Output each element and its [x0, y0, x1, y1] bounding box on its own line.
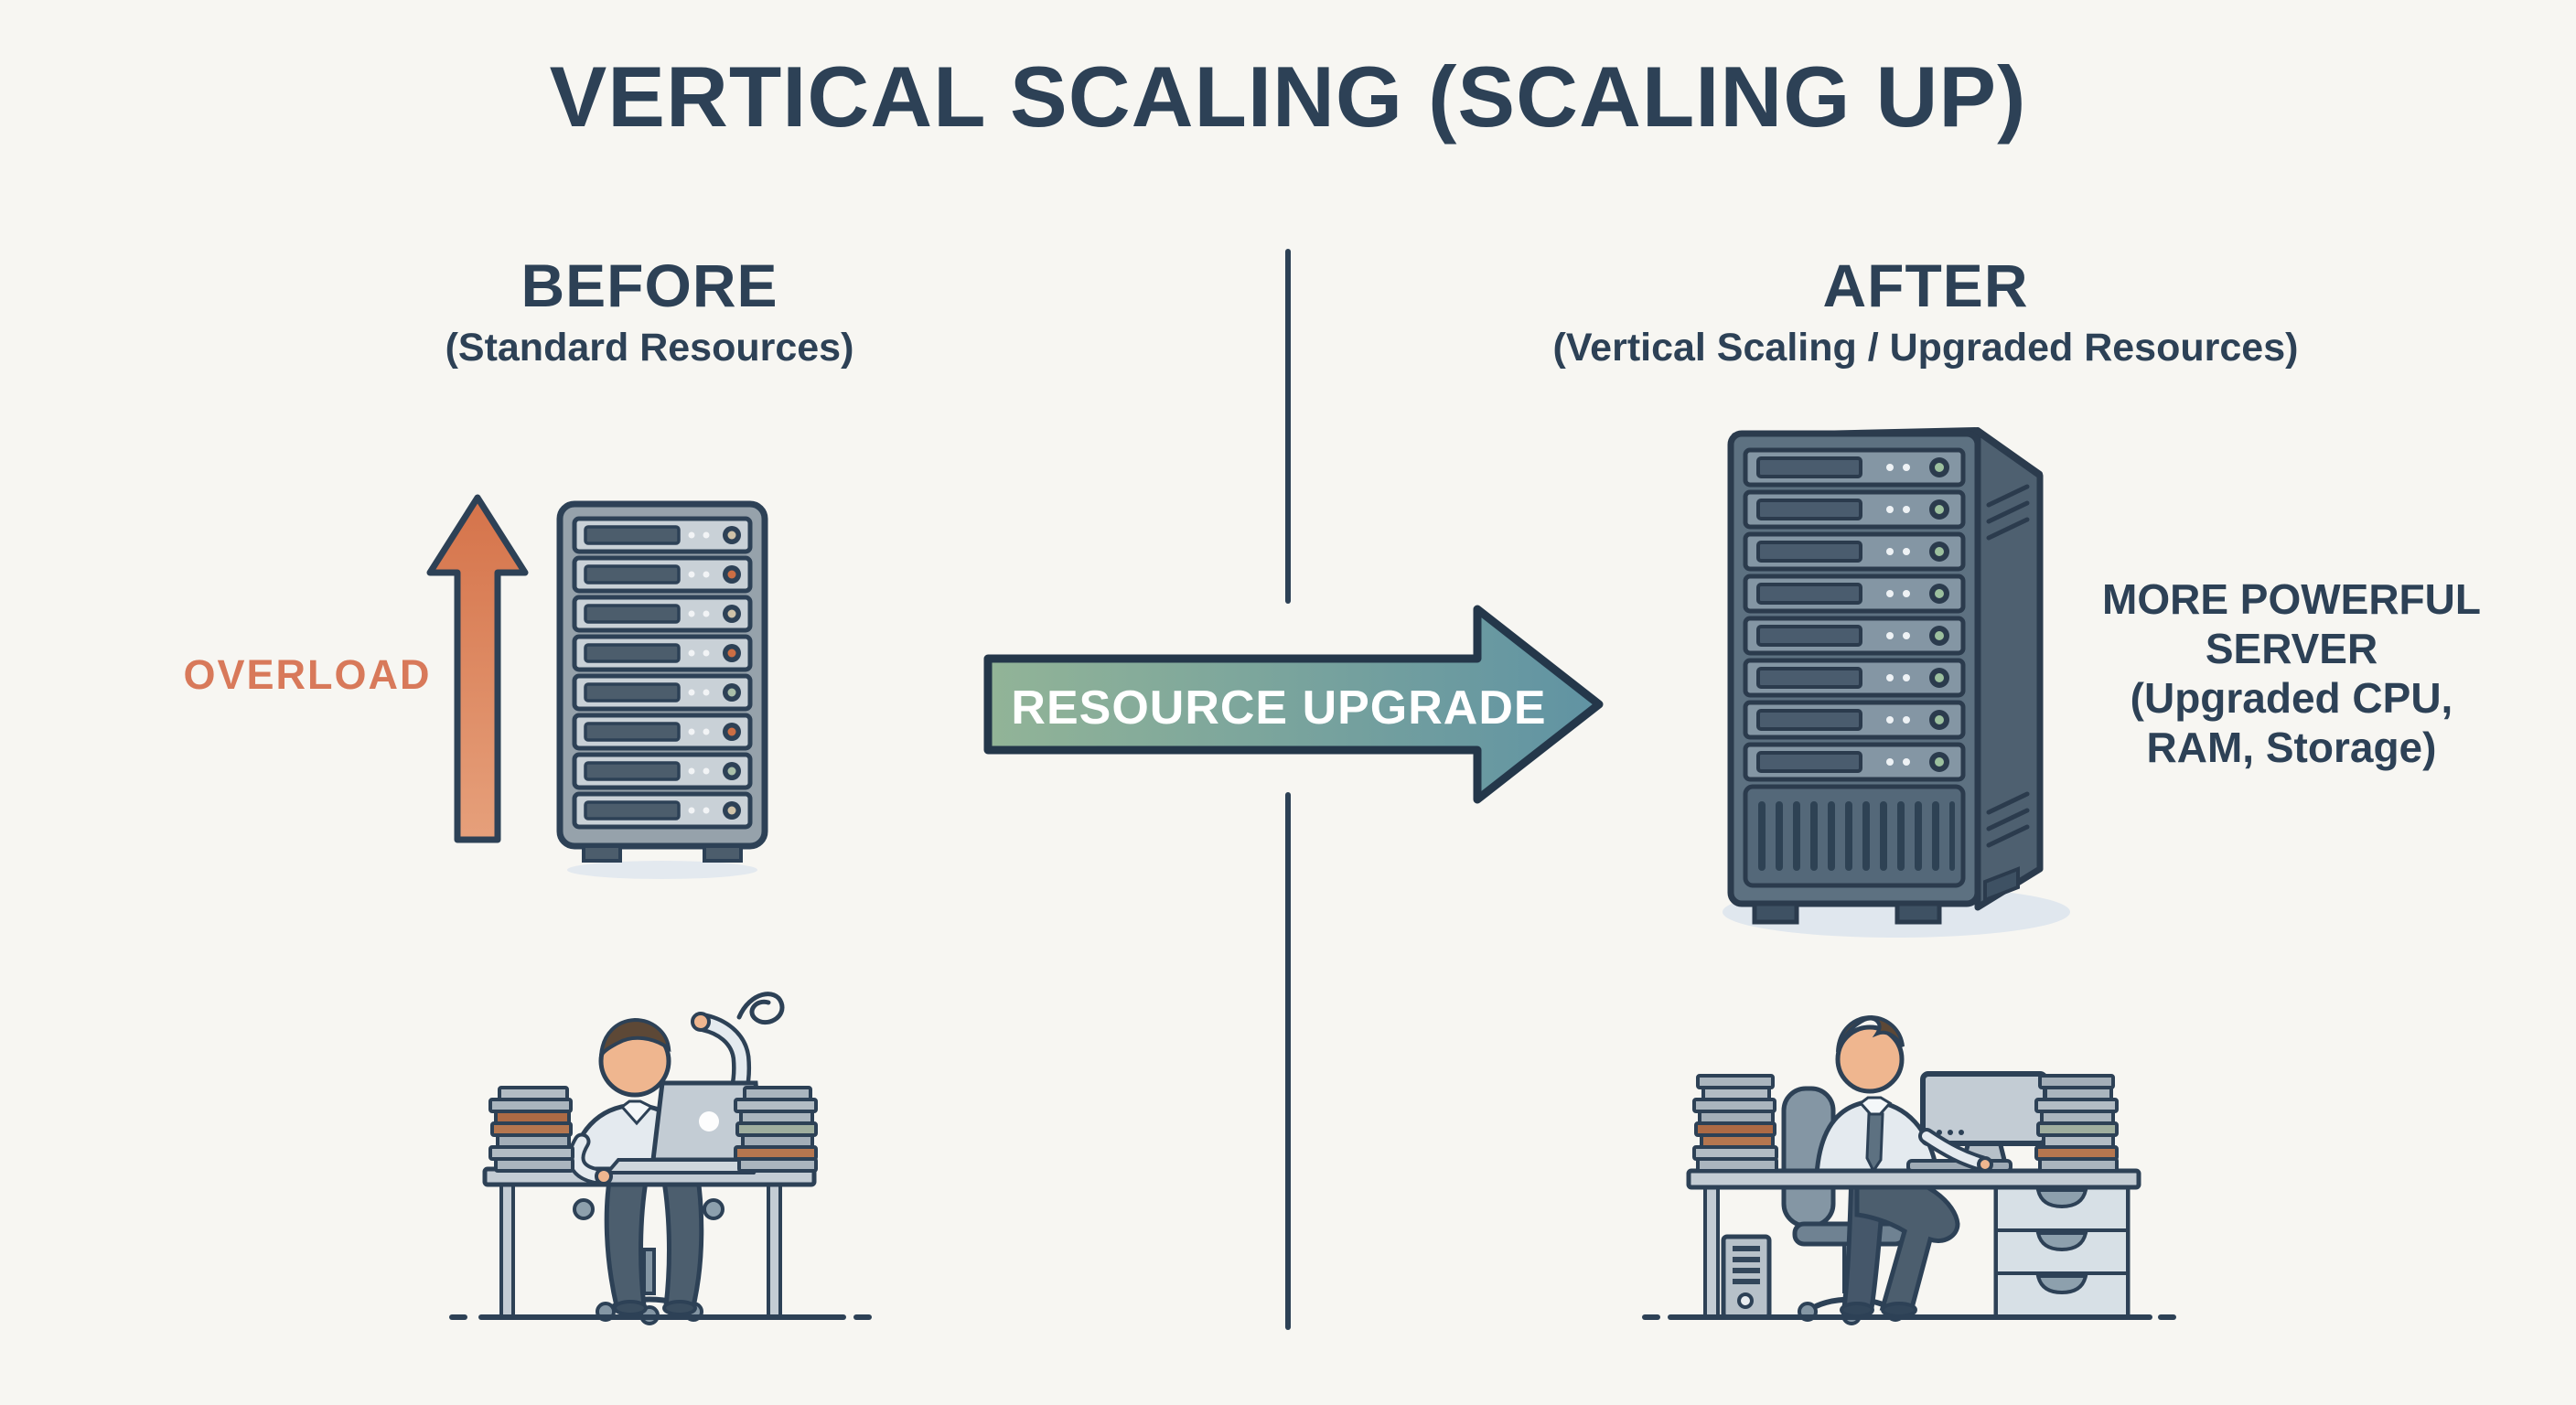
server-bay — [1743, 700, 1966, 740]
server-bay — [572, 752, 753, 790]
laptop-logo — [699, 1111, 719, 1132]
server-bay — [572, 516, 753, 554]
book-stack-right — [734, 1086, 818, 1173]
after-annotation: MORE POWERFUL SERVER (Upgraded CPU, RAM,… — [2082, 574, 2501, 772]
annotation-line: (Upgraded CPU, — [2130, 674, 2453, 722]
server-bay — [1743, 658, 1966, 698]
vent-grille — [1743, 784, 1966, 888]
server-bay — [1743, 616, 1966, 656]
desk — [1686, 1168, 2141, 1320]
overload-up-arrow-icon — [426, 494, 529, 843]
status-led — [1935, 547, 1944, 556]
status-led — [727, 688, 736, 697]
worker-legs — [604, 1168, 704, 1316]
annotation-line: RAM, Storage) — [2146, 724, 2437, 771]
drawer-handle — [2035, 1231, 2088, 1252]
status-led — [1935, 631, 1944, 640]
typing-arm — [1918, 1128, 1993, 1173]
status-led — [1935, 505, 1944, 514]
server-bay — [1743, 531, 1966, 572]
status-led — [727, 570, 736, 579]
hand — [595, 1167, 613, 1185]
before-heading: BEFORE — [521, 252, 778, 319]
necktie — [1865, 1112, 1884, 1174]
book-stack-left — [1692, 1074, 1778, 1173]
server-bay — [1743, 447, 1966, 488]
server-tower-standard — [556, 500, 768, 879]
pc-tower — [1721, 1234, 1772, 1320]
status-led — [1935, 757, 1944, 767]
divider-line-bottom — [1285, 792, 1291, 1330]
drawer-handle — [2035, 1188, 2088, 1209]
server-bay — [572, 791, 753, 830]
server-tower-upgraded — [1723, 427, 2070, 938]
server-bay — [1743, 574, 1966, 614]
status-led — [727, 806, 736, 815]
status-led — [727, 531, 736, 540]
server-bay — [1743, 489, 1966, 530]
server-shadow — [567, 861, 757, 879]
worker-legs — [1840, 1170, 1960, 1318]
drawer — [1994, 1185, 2130, 1232]
side-vents — [1986, 484, 2030, 848]
server-bay — [572, 634, 753, 672]
hand — [1977, 1156, 1993, 1173]
server-bays — [1743, 447, 1966, 782]
relaxed-worker-illustration — [1642, 1014, 2176, 1325]
annotation-line: MORE POWERFUL — [2102, 575, 2481, 623]
resource-upgrade-arrow — [983, 605, 1604, 804]
server-foot — [582, 844, 622, 863]
worker-hair — [1836, 1014, 1905, 1053]
server-foot — [1894, 901, 1942, 925]
status-led — [727, 609, 736, 618]
annotation-line: SERVER — [2205, 625, 2378, 672]
status-led — [727, 649, 736, 658]
server-bays — [572, 516, 753, 830]
after-heading: AFTER — [1822, 252, 2029, 319]
status-led — [727, 727, 736, 736]
divider-line-top — [1285, 249, 1291, 604]
overload-label: OVERLOAD — [183, 651, 432, 698]
typing-arm — [567, 1132, 613, 1185]
status-led — [1935, 463, 1944, 472]
after-subheading: (Vertical Scaling / Upgraded Resources) — [1552, 326, 2299, 370]
server-bay — [572, 713, 753, 751]
server-bay — [572, 595, 753, 633]
status-led — [1935, 673, 1944, 682]
worker-hair — [599, 1017, 671, 1057]
power-button — [1737, 1292, 1754, 1309]
hand — [691, 1012, 711, 1032]
stress-squiggle-icon — [736, 992, 785, 1025]
page-title: VERTICAL SCALING (SCALING UP) — [549, 48, 2027, 145]
before-subheading: (Standard Resources) — [445, 326, 854, 370]
server-bay — [572, 555, 753, 594]
server-bay — [1743, 742, 1966, 782]
book-stack-right — [2034, 1074, 2119, 1173]
server-foot — [1983, 866, 2020, 903]
resource-upgrade-label: RESOURCE UPGRADE — [1011, 681, 1547, 735]
stressed-worker-illustration — [449, 992, 872, 1325]
server-bay — [572, 673, 753, 712]
drawer-handle — [2035, 1274, 2088, 1295]
status-led — [1935, 715, 1944, 724]
status-led — [727, 767, 736, 776]
book-stack-left — [488, 1086, 574, 1173]
shirt-collar — [619, 1099, 654, 1126]
status-led — [1935, 589, 1944, 598]
server-foot — [1752, 901, 1799, 925]
server-foot — [703, 844, 743, 863]
worker-head — [1835, 1024, 1905, 1094]
drawer-unit — [1993, 1185, 2131, 1320]
